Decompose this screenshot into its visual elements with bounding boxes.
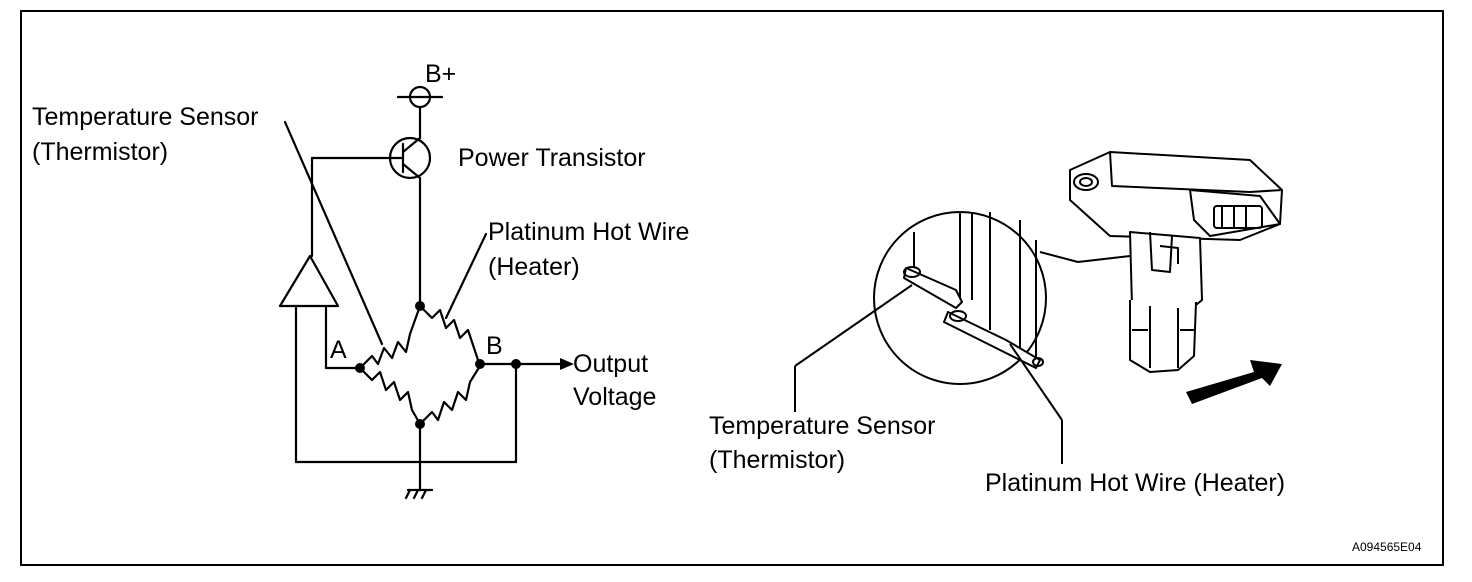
sensor-hot-wire-leader (1009, 343, 1063, 421)
hot-wire-label-line1: Platinum Hot Wire (488, 218, 690, 246)
sensor-temp-leader (794, 284, 913, 367)
node-b-label: B (486, 332, 503, 360)
temp-sensor-label-line2: (Thermistor) (32, 138, 169, 166)
amplifier-symbol (278, 156, 518, 464)
temp-sensor-leader (283, 120, 384, 346)
temp-sensor-label-line1: Temperature Sensor (32, 103, 259, 131)
sensor-temp-label-line1: Temperature Sensor (709, 412, 936, 440)
output-label-line1: Output (573, 350, 649, 378)
airflow-arrow-icon (1186, 360, 1282, 404)
sensor-temp-label-line2: (Thermistor) (709, 446, 846, 474)
sensor-hot-wire-label: Platinum Hot Wire (Heater) (985, 469, 1286, 497)
junction-dots (355, 301, 521, 429)
supply-label: B+ (425, 60, 457, 88)
bridge-network (358, 304, 562, 500)
supply-terminal (396, 85, 444, 140)
figure-frame (20, 10, 1444, 566)
hot-wire-label-line2: (Heater) (488, 253, 580, 281)
node-a-label: A (330, 336, 347, 364)
hot-wire-leader (444, 232, 488, 320)
transistor-label: Power Transistor (458, 144, 646, 172)
power-transistor-symbol (310, 136, 432, 308)
output-arrow-icon (560, 358, 574, 370)
figure-code: A094565E04 (1352, 540, 1422, 554)
output-label-line2: Voltage (573, 383, 657, 411)
mass-airflow-sensor-illustration (794, 151, 1283, 464)
